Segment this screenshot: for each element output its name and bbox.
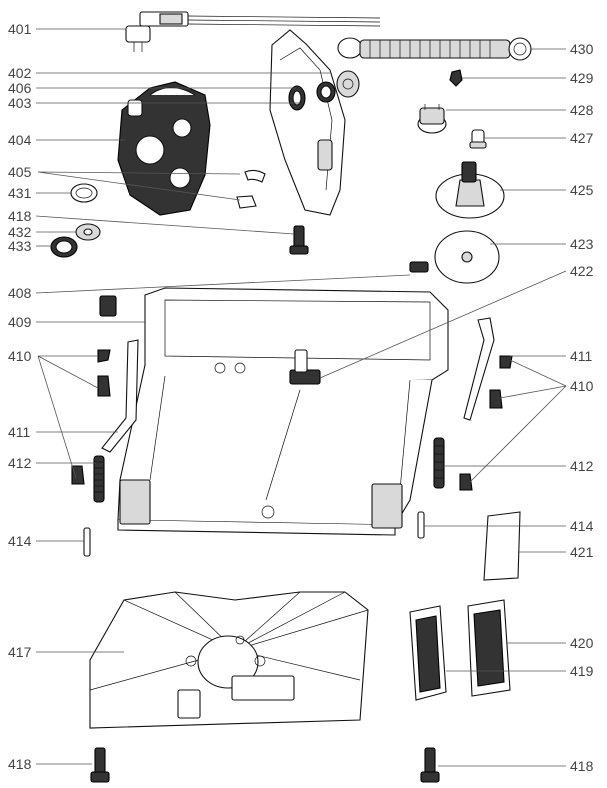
module-419 <box>409 605 447 701</box>
callout-427: 427 <box>570 130 594 146</box>
callout-432: 432 <box>8 224 32 240</box>
callout-412-left: 412 <box>8 455 32 471</box>
o-ring-433 <box>50 236 78 258</box>
clips-410-right <box>459 355 513 491</box>
callout-417: 417 <box>8 644 32 660</box>
pin-414-right <box>417 511 425 539</box>
callout-414-left: 414 <box>8 533 32 549</box>
panel-421 <box>483 511 521 581</box>
callout-418-bottom-right: 418 <box>570 758 594 774</box>
pump-housing-404 <box>117 81 211 216</box>
valve-427 <box>469 129 487 149</box>
callout-410-right: 410 <box>570 378 594 394</box>
callout-labels: 401 402 406 403 404 405 431 418 432 433 … <box>8 21 594 774</box>
callout-420: 420 <box>570 635 594 651</box>
pin-414-left <box>83 527 91 557</box>
spring-412-left <box>93 455 105 503</box>
callout-404: 404 <box>8 132 32 148</box>
leader-lines <box>35 28 567 767</box>
ring-nut-431 <box>70 183 98 203</box>
base-plate-417 <box>89 591 369 729</box>
strip-411-right <box>463 317 495 421</box>
callout-412-right: 412 <box>570 458 594 474</box>
callout-422: 422 <box>570 263 594 279</box>
callout-429: 429 <box>570 70 594 86</box>
callout-401: 401 <box>8 21 32 37</box>
callout-405: 405 <box>8 164 32 180</box>
callout-430: 430 <box>570 41 594 57</box>
sump-plate-402 <box>269 29 360 216</box>
module-420 <box>467 599 511 697</box>
strip-411-left <box>101 339 139 453</box>
main-frame <box>117 287 449 536</box>
callout-431: 431 <box>8 185 32 201</box>
callout-411-right: 411 <box>570 348 593 364</box>
callout-425: 425 <box>570 182 594 198</box>
disc-423 <box>434 230 500 284</box>
power-cord-plug-401 <box>125 11 381 52</box>
spring-412-right <box>433 437 445 489</box>
washer-432 <box>75 223 101 241</box>
callout-423: 423 <box>570 236 594 252</box>
screw-418-bottom-left <box>90 747 110 783</box>
screw-418-top <box>289 225 309 255</box>
callout-418-top: 418 <box>8 208 32 224</box>
callout-409: 409 <box>8 314 32 330</box>
callout-428: 428 <box>570 102 594 118</box>
callout-433: 433 <box>8 238 32 254</box>
clips-405 <box>236 169 266 209</box>
rod-422 <box>265 389 301 501</box>
drain-hose-430 <box>337 37 532 61</box>
callout-402: 402 <box>8 65 32 81</box>
callout-403: 403 <box>8 95 32 111</box>
screw-418-bottom-right <box>420 747 440 783</box>
bracket-409 <box>99 295 117 317</box>
spray-arm-hub-425 <box>435 161 505 219</box>
callout-421: 421 <box>570 544 594 560</box>
part-408 <box>409 261 429 273</box>
callout-418-bottom-left: 418 <box>8 756 32 772</box>
callout-408: 408 <box>8 285 32 301</box>
callout-410-left: 410 <box>8 348 32 364</box>
fitting-429 <box>449 69 463 87</box>
callout-414-right: 414 <box>570 518 594 534</box>
pressure-switch-428 <box>417 104 447 134</box>
callout-419: 419 <box>570 663 594 679</box>
callout-406: 406 <box>8 80 32 96</box>
callout-411-left: 411 <box>8 424 31 440</box>
clips-410-left <box>71 349 111 485</box>
